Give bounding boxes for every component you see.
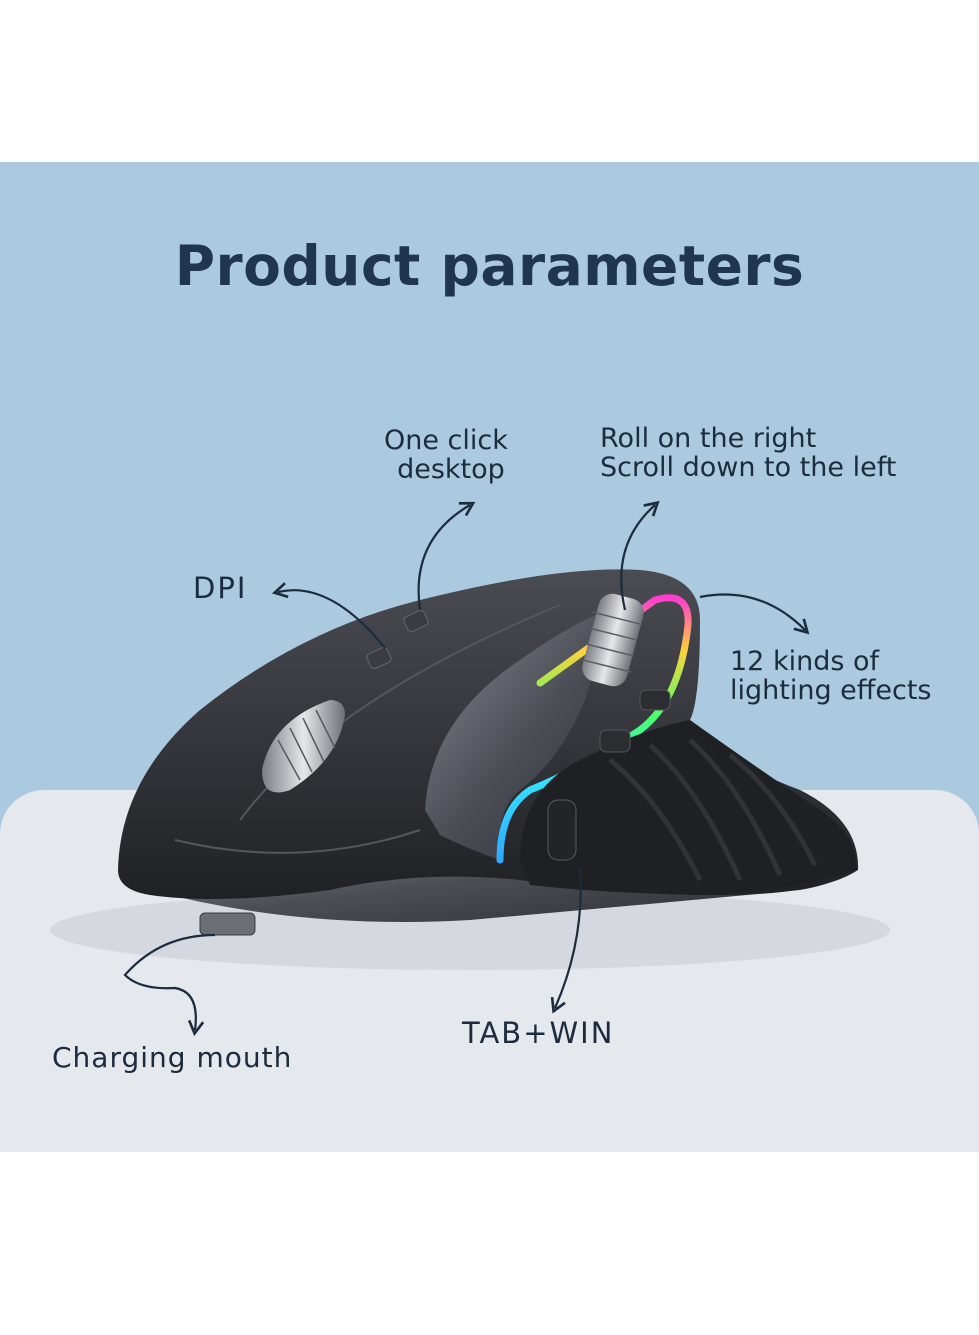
charging-port [199, 912, 256, 936]
side-scroll-wheel [582, 593, 644, 687]
callout-one-click-line2: desktop [397, 454, 505, 486]
callout-lighting: 12 kinds of lighting effects [730, 647, 932, 705]
callout-roll: Roll on the right Scroll down to the lef… [600, 424, 896, 482]
arrow-dpi [271, 582, 386, 649]
mouse-illustration [50, 500, 890, 1037]
callout-charging: Charging mouth [52, 1041, 293, 1074]
callout-one-click-line1: One click [384, 425, 508, 456]
side-button-forward [639, 689, 671, 711]
callout-lighting-line1: 12 kinds of [730, 646, 880, 677]
main-scroll-wheel [262, 700, 345, 793]
arrow-roll [620, 500, 660, 611]
background-panel: Product parameters [0, 162, 979, 1152]
arrow-tab-win [550, 867, 582, 1014]
side-button-back [599, 729, 631, 753]
callout-dpi: DPI [193, 571, 248, 605]
callout-roll-line1: Roll on the right [600, 423, 817, 454]
dpi-button [366, 646, 392, 670]
callout-one-click: One click desktop [384, 426, 508, 484]
arrow-lighting [699, 593, 810, 635]
left-right-button-seam [239, 604, 561, 821]
callout-lighting-line2: lighting effects [730, 675, 932, 707]
thumb-rest [520, 720, 857, 895]
callout-roll-line2: Scroll down to the left [600, 452, 897, 484]
arrow-one-click [417, 501, 476, 611]
tab-win-button [547, 799, 577, 861]
callout-tab-win: TAB+WIN [462, 1016, 615, 1050]
button-edge [174, 829, 421, 854]
arrow-charging [123, 933, 216, 1037]
desktop-button [403, 609, 429, 633]
thumb-rest-ribs [608, 738, 818, 882]
page-title: Product parameters [174, 234, 805, 298]
callout-arrows [123, 500, 810, 1037]
